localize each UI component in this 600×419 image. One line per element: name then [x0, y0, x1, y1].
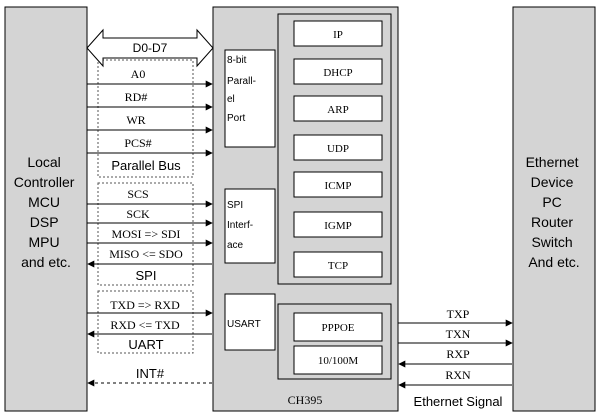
protocol-box-tcp: [293, 251, 383, 278]
signal-label-scs: SCS: [127, 187, 148, 201]
protocol-box-dhcp: [293, 58, 383, 85]
parallel-port-label: 8-bit Parall- el Port: [227, 55, 259, 124]
phy-10-100m-label: 10/100M: [318, 355, 359, 367]
usart-box: [224, 293, 276, 351]
ethernet-device-block: [512, 6, 596, 412]
parallel-bus-group: [97, 59, 194, 178]
protocol-label-arp: ARP: [327, 104, 348, 116]
ethernet-signal-txp-label: TXP: [447, 307, 470, 321]
protocol-label-igmp: IGMP: [324, 220, 352, 232]
data-bus-arrow: [86, 28, 214, 68]
spi-bus-group: [97, 182, 194, 286]
ethernet-signal-rxn-label: RXN: [445, 368, 471, 382]
protocol-label-dhcp: DHCP: [323, 67, 352, 79]
spi-interface-label: SPI Interf- ace: [227, 200, 256, 251]
chip-name: CH395: [288, 393, 323, 407]
uart-bus-group: [97, 290, 194, 354]
signal-label-miso: MISO <= SDO: [109, 247, 183, 261]
protocol-box-udp: [293, 134, 383, 161]
uart-bus-label: UART: [128, 337, 163, 352]
signal-label-wr: WR: [126, 113, 145, 127]
signal-label-rd: RD#: [125, 90, 148, 104]
protocol-label-icmp: ICMP: [325, 180, 352, 192]
signal-label-mosi: MOSI => SDI: [112, 227, 181, 241]
signal-label-sck: SCK: [126, 207, 150, 221]
signal-label-rxd: RXD <= TXD: [110, 318, 180, 332]
parallel-port-box: [224, 49, 276, 148]
signal-label-txd: TXD => RXD: [110, 298, 180, 312]
protocol-box-igmp: [293, 211, 383, 238]
protocol-box-ip: [293, 20, 383, 47]
signal-label-a0: A0: [131, 67, 146, 81]
local-controller-label: Local Controller MCU DSP MPU and etc.: [14, 154, 79, 270]
data-bus-label: D0-D7: [133, 41, 168, 55]
pppoe-box: [293, 312, 383, 342]
signal-label-pcs: PCS#: [124, 136, 151, 150]
protocol-box-icmp: [293, 171, 383, 198]
ethernet-device-label: Ethernet Device PC Router Switch And etc…: [526, 154, 583, 270]
ethernet-signal-txn-label: TXN: [446, 327, 471, 341]
spi-interface-box: [224, 188, 276, 264]
protocol-label-udp: UDP: [327, 143, 349, 155]
phy-10-100m-box: [293, 345, 383, 375]
pppoe-label: PPPOE: [321, 322, 354, 334]
protocol-boxes: IP DHCP ARP UDP ICMP IGMP TCP: [293, 20, 383, 278]
ethernet-signal-label: Ethernet Signal: [414, 394, 503, 409]
usart-label: USART: [227, 319, 261, 330]
interrupt-label: INT#: [136, 366, 165, 381]
protocol-box-arp: [293, 95, 383, 122]
parallel-bus-label: Parallel Bus: [111, 158, 181, 173]
ethernet-signal-rxp-label: RXP: [446, 347, 470, 361]
protocol-label-tcp: TCP: [328, 260, 348, 272]
spi-bus-label: SPI: [136, 268, 157, 283]
local-controller-block: [4, 6, 88, 412]
protocol-label-ip: IP: [333, 29, 343, 41]
